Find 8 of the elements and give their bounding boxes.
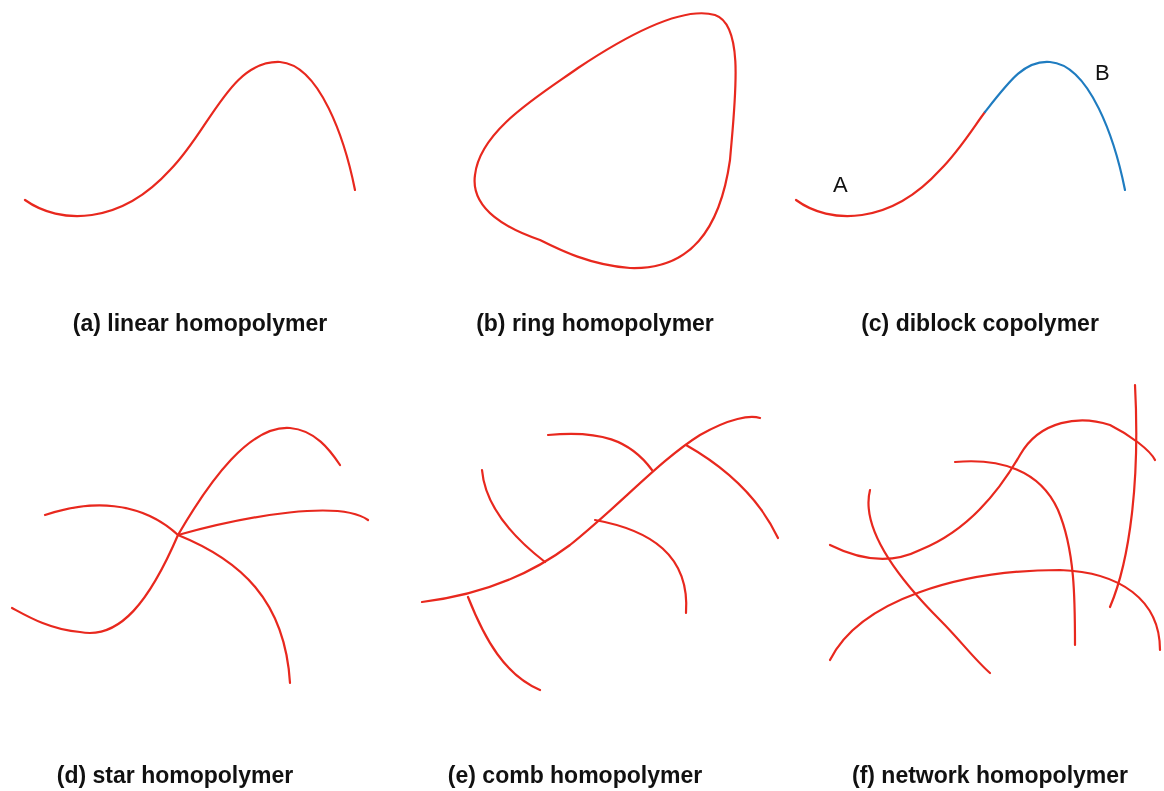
panel-caption: (e) comb homopolymer <box>447 762 703 789</box>
block-label: B <box>1095 60 1110 86</box>
panel-caption: (b) ring homopolymer <box>476 310 714 337</box>
panel-caption: (a) linear homopolymer <box>72 310 328 337</box>
panel-caption: (d) star homopolymer <box>56 762 294 789</box>
panel-caption: (f) network homopolymer <box>852 762 1128 789</box>
block-label: A <box>833 172 848 198</box>
panel-caption: (c) diblock copolymer <box>861 310 1099 337</box>
